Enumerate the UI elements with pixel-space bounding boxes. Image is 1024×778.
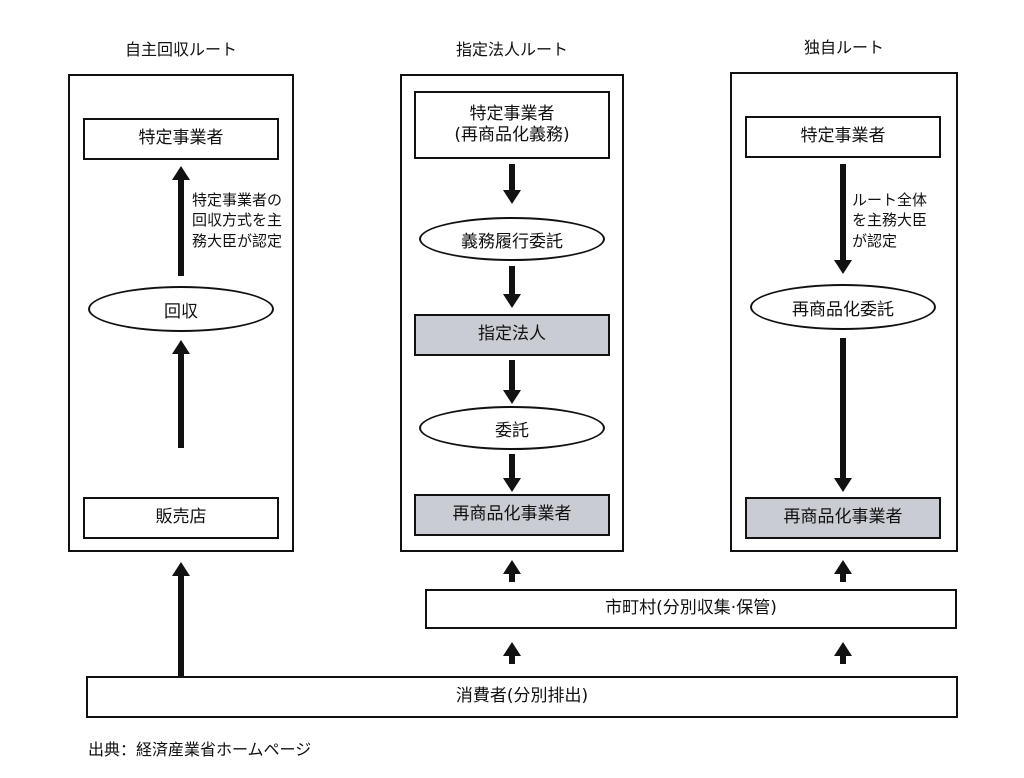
self-route-title: 自主回収ルート [124, 40, 237, 59]
self-approval-note: 特定事業者の 回収方式を主 務大臣が認定 [192, 190, 282, 251]
designated-route-title: 指定法人ルート [455, 40, 568, 59]
independent-note-line-3: が認定 [852, 231, 898, 250]
designated-corporation-box: 指定法人 [414, 314, 610, 356]
self-specified-business-label: 特定事業者 [138, 128, 224, 149]
consumer-label: 消費者(分別排出) [455, 686, 589, 707]
independent-note-line-1: ルート全体 [852, 191, 928, 209]
designated-recycler-label: 再商品化事業者 [452, 504, 572, 525]
independent-recycler-label: 再商品化事業者 [783, 507, 903, 528]
recommercialization-obligation-label: (再商品化義務) [454, 125, 570, 145]
obligation-delegation-label: 義務履行委託 [461, 231, 563, 252]
self-specified-business-box: 特定事業者 [83, 118, 279, 160]
municipality-label: 市町村(分別収集·保管) [605, 598, 777, 619]
consignment-ellipse: 委託 [419, 406, 605, 450]
self-note-line-1: 特定事業者の [192, 191, 283, 209]
source-citation: 出典：経済産業省ホームページ [88, 740, 312, 759]
designated-specified-business-label: 特定事業者 [469, 103, 555, 124]
independent-recycler-box: 再商品化事業者 [745, 497, 941, 539]
designated-corporation-label: 指定法人 [478, 324, 546, 345]
municipality-box: 市町村(分別収集·保管) [425, 589, 957, 629]
independent-specified-business-label: 特定事業者 [800, 126, 886, 147]
consignment-label: 委託 [495, 420, 529, 441]
retail-store-label: 販売店 [155, 507, 207, 528]
designated-specified-business-box: 特定事業者 (再商品化義務) [414, 91, 610, 159]
collect-label: 回収 [164, 301, 198, 322]
consumer-box: 消費者(分別排出) [86, 676, 958, 718]
independent-approval-note: ルート全体 を主務大臣 が認定 [852, 190, 927, 251]
retail-store-box: 販売店 [83, 497, 279, 539]
independent-route-title: 独自ルート [803, 38, 884, 57]
designated-recycler-box: 再商品化事業者 [414, 494, 610, 536]
self-note-line-2: 回収方式を主 [192, 211, 283, 230]
obligation-delegation-ellipse: 義務履行委託 [419, 217, 605, 261]
recommercialization-consignment-ellipse: 再商品化委託 [750, 284, 936, 330]
independent-note-line-2: を主務大臣 [852, 211, 928, 230]
independent-specified-business-box: 特定事業者 [745, 116, 941, 158]
collect-ellipse: 回収 [88, 286, 274, 332]
recommercialization-consignment-label: 再商品化委託 [792, 299, 894, 320]
self-note-line-3: 務大臣が認定 [192, 231, 283, 250]
